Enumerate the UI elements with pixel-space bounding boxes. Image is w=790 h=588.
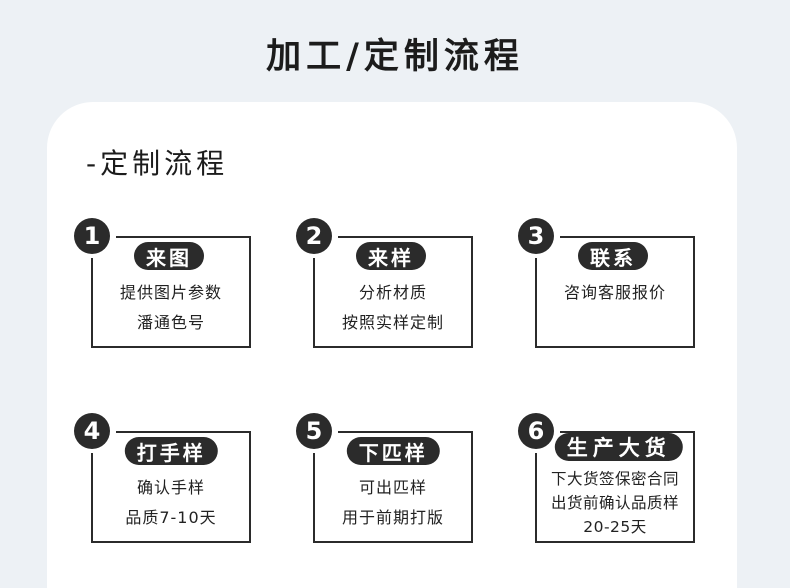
step-description: 下大货签保密合同 出货前确认品质样 20-25天: [535, 467, 695, 539]
step-line: 可出匹样: [358, 478, 427, 497]
step-number-badge: 6: [518, 413, 554, 449]
step-5: 5 下匹样 可出匹样 用于前期打版: [294, 413, 474, 543]
step-description: 咨询客服报价: [535, 278, 695, 308]
step-description: 可出匹样 用于前期打版: [313, 473, 473, 533]
page-title: 加工/定制流程: [266, 37, 524, 77]
step-4: 4 打手样 确认手样 品质7-10天: [72, 413, 252, 543]
step-line: 按照实样定制: [341, 313, 444, 332]
step-line: 潘通色号: [136, 313, 205, 332]
step-line: 确认手样: [136, 478, 205, 497]
step-line: 品质7-10天: [125, 508, 217, 527]
step-3: 3 联系 咨询客服报价: [516, 218, 696, 348]
step-2: 2 来样 分析材质 按照实样定制: [294, 218, 474, 348]
step-1: 1 来图 提供图片参数 潘通色号: [72, 218, 252, 348]
section-title: -定制流程: [86, 147, 229, 180]
step-line: 20-25天: [583, 518, 647, 536]
step-line: 分析材质: [358, 283, 427, 302]
step-number-badge: 4: [74, 413, 110, 449]
step-line: 提供图片参数: [119, 283, 222, 302]
step-label: 来图: [134, 242, 204, 270]
step-number-badge: 2: [296, 218, 332, 254]
step-line: 咨询客服报价: [563, 283, 666, 302]
step-6: 6 生产大货 下大货签保密合同 出货前确认品质样 20-25天: [516, 413, 696, 543]
step-number-badge: 3: [518, 218, 554, 254]
step-description: 提供图片参数 潘通色号: [91, 278, 251, 338]
step-line: 用于前期打版: [341, 508, 444, 527]
step-number-badge: 5: [296, 413, 332, 449]
step-frame: [91, 431, 251, 543]
step-line: 出货前确认品质样: [550, 494, 679, 512]
step-description: 分析材质 按照实样定制: [313, 278, 473, 338]
step-description: 确认手样 品质7-10天: [91, 473, 251, 533]
step-label: 生产大货: [554, 433, 683, 461]
step-label: 来样: [356, 242, 426, 270]
step-line: 下大货签保密合同: [550, 470, 679, 488]
step-label: 打手样: [124, 437, 218, 465]
step-label: 联系: [578, 242, 648, 270]
step-label: 下匹样: [346, 437, 440, 465]
step-number-badge: 1: [74, 218, 110, 254]
